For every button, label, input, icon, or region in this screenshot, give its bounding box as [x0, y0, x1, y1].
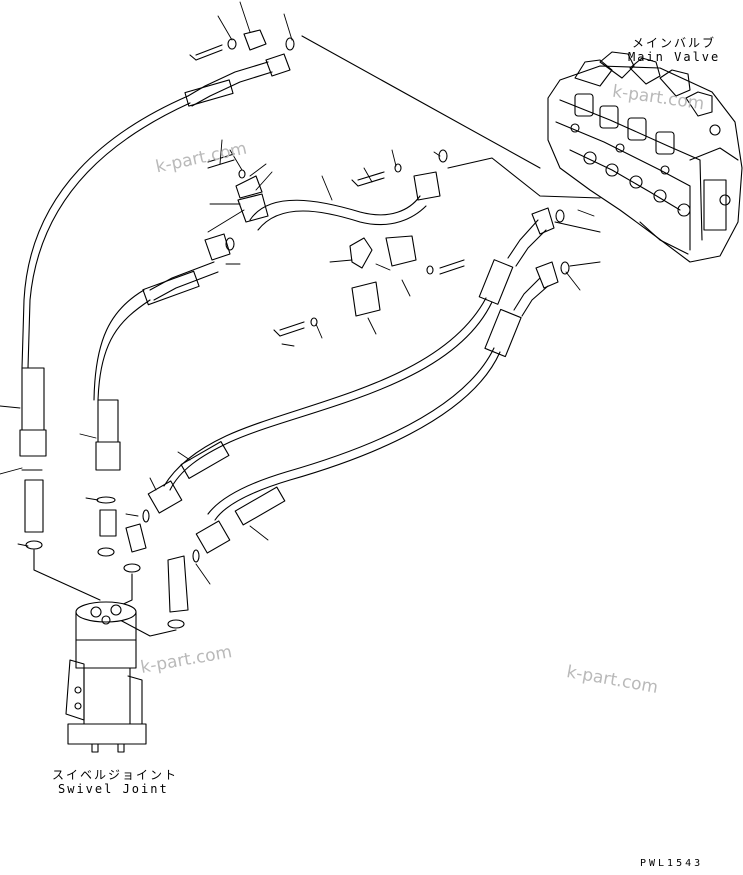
main-valve-label-jp: メインバルブ	[632, 36, 717, 50]
leader-lines	[0, 1, 595, 585]
swivel-joint-label-en: Swivel Joint	[58, 782, 169, 796]
hose-right-lower	[207, 261, 570, 521]
left-pipe	[19, 367, 101, 601]
clamp-assembly	[273, 235, 465, 337]
main-valve	[547, 51, 743, 263]
drawing-code: PWL1543	[640, 858, 704, 869]
swivel-joint	[65, 601, 147, 753]
main-valve-label-en: Main Valve	[628, 50, 721, 64]
center-hose	[207, 149, 448, 231]
connection-lines	[301, 35, 601, 267]
lower-fittings	[105, 441, 286, 637]
hose-upper-left	[21, 29, 295, 369]
swivel-joint-label-jp: スイベルジョイント	[52, 768, 179, 782]
hose-middle	[93, 233, 235, 557]
